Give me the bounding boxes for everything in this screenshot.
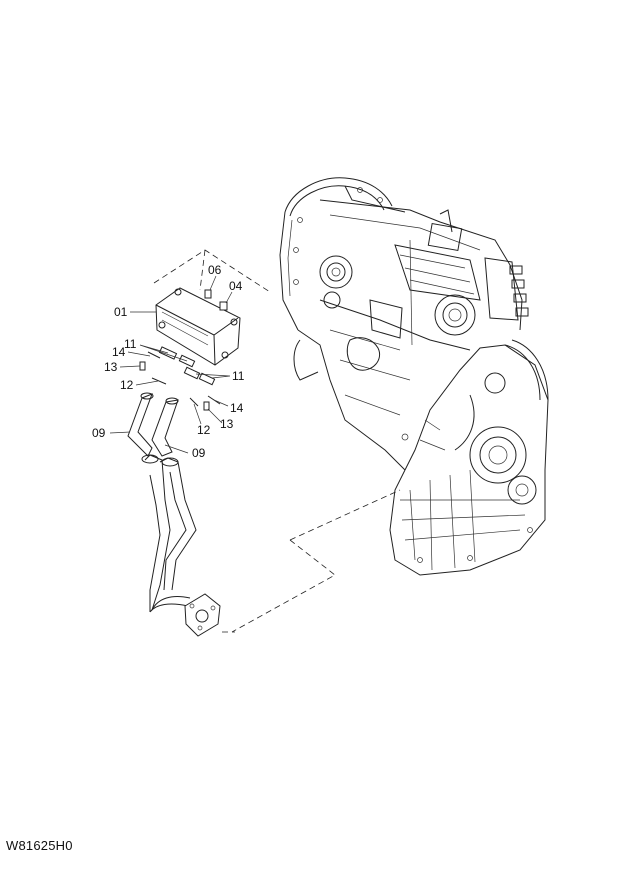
drawing-code: W81625H0 — [6, 838, 73, 853]
filter-housing — [155, 287, 241, 366]
callout-13-upper: 13 — [104, 360, 118, 374]
callout-04: 04 — [229, 279, 243, 293]
solenoid-connectors — [509, 265, 529, 317]
leader-lines — [109, 275, 233, 454]
callout-01: 01 — [114, 305, 128, 319]
callout-13-lower: 13 — [220, 417, 234, 431]
callout-06: 06 — [208, 263, 222, 277]
callout-14-lower: 14 — [230, 401, 244, 415]
o-rings-12 — [151, 377, 199, 407]
callout-11-lower: 11 — [232, 369, 245, 383]
callout-09-left: 09 — [92, 426, 106, 440]
transmission-assembly — [279, 177, 549, 576]
bolt-04 — [219, 301, 228, 311]
screws-13 — [139, 361, 210, 411]
callout-11-upper: 11 — [124, 337, 137, 351]
bolt-06 — [204, 289, 212, 299]
callout-12-upper: 12 — [120, 378, 134, 392]
callout-09-right: 09 — [192, 446, 206, 460]
hoses-09 — [127, 392, 179, 457]
callout-labels: 06 04 01 11 14 13 11 12 14 12 13 09 09 — [92, 263, 245, 460]
housing-bolts — [293, 187, 533, 563]
reference-lines — [153, 249, 401, 633]
callout-12-lower: 12 — [197, 423, 211, 437]
callout-14-upper: 14 — [112, 345, 126, 359]
pipe-assembly — [141, 454, 221, 637]
